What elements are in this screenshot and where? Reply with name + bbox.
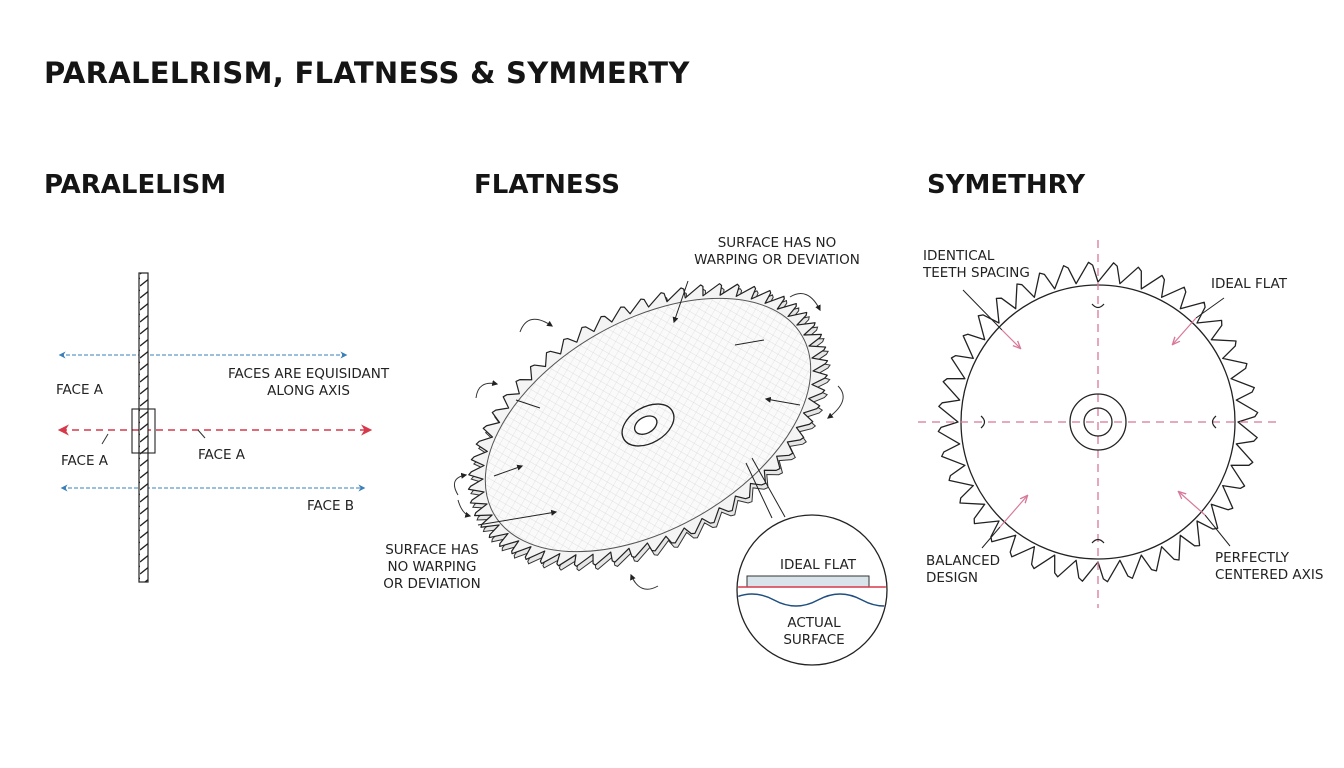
flatness-left-line3: OR DEVIATION	[383, 576, 481, 592]
symmetry-heading: SYMETHRY	[927, 170, 1086, 200]
flatness-left-line2: NO WARPING	[387, 559, 477, 575]
symmetry-marks	[980, 303, 1217, 544]
identical-line2: TEETH SPACING	[923, 265, 1030, 281]
hub-ring	[1069, 393, 1127, 451]
faces-equidistant-line2: ALONG AXIS	[267, 383, 350, 399]
flatness-left-line1: SURFACE HAS	[385, 542, 479, 558]
arbor-hole	[633, 415, 658, 435]
ideal-flat-bar	[746, 575, 870, 588]
centered-line1: PERFECTLY	[1215, 550, 1289, 566]
parallelism-diagram	[57, 272, 373, 583]
leader-lines	[962, 289, 1231, 549]
callout-line	[751, 457, 786, 518]
symmetry-diagram	[918, 240, 1280, 608]
inset-actual-line2: SURFACE	[783, 632, 845, 648]
face-a-top-label: FACE A	[56, 382, 104, 398]
inset-actual-surface-label: ACTUAL SURFACE	[772, 615, 856, 649]
centered-line2: CENTERED AXIS	[1215, 567, 1324, 583]
identical-teeth-label: IDENTICAL TEETH SPACING	[923, 248, 1030, 282]
balanced-line2: DESIGN	[926, 570, 979, 586]
balanced-design-label: BALANCED DESIGN	[926, 553, 1000, 587]
leader-line	[101, 433, 109, 445]
parallelism-heading: PARALELISM	[44, 170, 227, 200]
flatness-diagram	[453, 280, 888, 666]
inset-ideal-flat-label: IDEAL FLAT	[780, 557, 856, 573]
leader-line	[197, 429, 206, 439]
flatness-top-line2: WARPING OR DEVIATION	[694, 252, 860, 268]
curved-arrows	[453, 293, 844, 590]
arbor-hole	[1083, 407, 1113, 437]
identical-line1: IDENTICAL	[923, 248, 995, 264]
ideal-flat-label: IDEAL FLAT	[1211, 276, 1287, 292]
flatness-inset	[736, 514, 888, 666]
pointer-lines	[477, 280, 801, 526]
face-a-right-label: FACE A	[198, 447, 246, 463]
flatness-top-label: SURFACE HAS NO WARPING OR DEVIATION	[692, 235, 862, 269]
balanced-line1: BALANCED	[926, 553, 1001, 569]
faces-equidistant-line1: FACES ARE EQUISIDANT	[228, 366, 390, 382]
actual-surface-wave	[738, 593, 886, 607]
face-a-left-label: FACE A	[61, 453, 109, 469]
centered-axis-label: PERFECTLY CENTERED AXIS	[1215, 550, 1323, 584]
blade-cross-section	[138, 272, 149, 583]
pink-pointer-arrows	[999, 317, 1206, 528]
hub-clamp	[131, 408, 156, 454]
page-title: PARALELRISM, FLATNESS & SYMMERTY	[44, 56, 690, 90]
inset-actual-line1: ACTUAL	[787, 615, 841, 631]
face-b-label: FACE B	[307, 498, 355, 514]
flatness-top-line1: SURFACE HAS NO	[717, 235, 837, 251]
faces-equidistant-label: FACES ARE EQUISIDANT ALONG AXIS	[228, 366, 389, 400]
callout-line	[745, 462, 773, 519]
hub-ring	[621, 403, 675, 447]
flatness-heading: FLATNESS	[474, 170, 620, 200]
flatness-left-label: SURFACE HAS NO WARPING OR DEVIATION	[372, 542, 492, 593]
